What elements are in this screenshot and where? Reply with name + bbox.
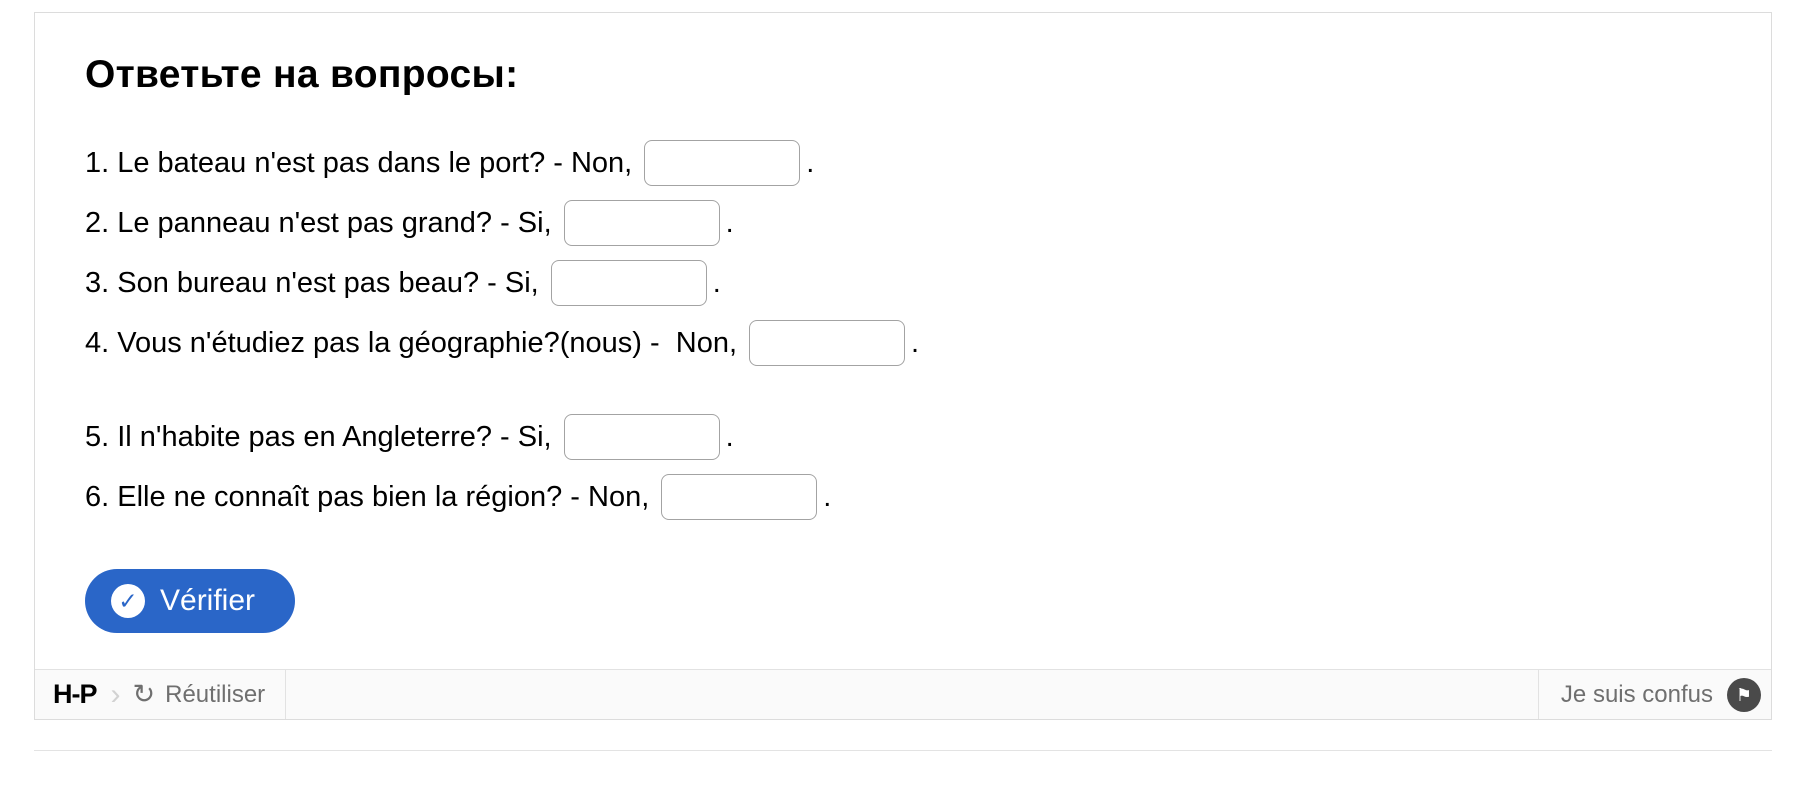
question-text: 4. Vous n'étudiez pas la géographie?(nou… — [85, 326, 738, 359]
question-suffix: . — [725, 206, 734, 239]
reuse-button-label: Réutiliser — [165, 680, 266, 708]
h5p-logo[interactable]: H-P — [35, 670, 111, 719]
answer-input-5[interactable] — [563, 414, 720, 460]
verify-button-label: Vérifier — [160, 584, 256, 617]
verify-button[interactable]: ✓ Vérifier — [85, 569, 296, 633]
question-text: 2. Le panneau n'est pas grand? - Si, — [85, 206, 552, 239]
h5p-logo-text: H-P — [53, 679, 97, 709]
answer-input-3[interactable] — [550, 260, 707, 306]
confused-button-label: Je suis confus — [1560, 680, 1713, 708]
answer-input-1[interactable] — [644, 140, 801, 186]
question-text: 1. Le bateau n'est pas dans le port? - N… — [85, 146, 633, 179]
question-row-1: 1. Le bateau n'est pas dans le port? - N… — [85, 133, 1721, 193]
question-row-3: 3. Son bureau n'est pas beau? - Si, . — [85, 253, 1721, 313]
question-row-5: 5. Il n'habite pas en Angleterre? - Si, … — [85, 407, 1721, 467]
question-text: 5. Il n'habite pas en Angleterre? - Si, — [85, 420, 552, 453]
h5p-content-frame: Ответьте на вопросы: 1. Le bateau n'est … — [34, 12, 1772, 720]
confused-button[interactable]: Je suis confus ⚑ — [1537, 670, 1771, 719]
exercise-title: Ответьте на вопросы: — [85, 53, 519, 96]
refresh-icon: ↻ — [132, 679, 156, 709]
question-row-6: 6. Elle ne connaît pas bien la région? -… — [85, 467, 1721, 527]
answer-input-6[interactable] — [661, 474, 818, 520]
question-text: 3. Son bureau n'est pas beau? - Si, — [85, 266, 539, 299]
answer-input-4[interactable] — [749, 320, 906, 366]
exercise-content: Ответьте на вопросы: 1. Le bateau n'est … — [35, 13, 1771, 669]
question-row-4: 4. Vous n'étudiez pas la géographie?(nou… — [85, 313, 1721, 373]
question-suffix: . — [712, 266, 721, 299]
question-suffix: . — [725, 420, 734, 453]
answer-input-2[interactable] — [563, 200, 720, 246]
flag-icon: ⚑ — [1727, 677, 1761, 712]
question-row-2: 2. Le panneau n'est pas grand? - Si, . — [85, 193, 1721, 253]
question-suffix: . — [911, 326, 920, 359]
question-suffix: . — [806, 146, 815, 179]
reuse-button[interactable]: ↻ Réutiliser — [129, 670, 287, 719]
question-suffix: . — [823, 480, 832, 513]
h5p-footer-bar: H-P › ↻ Réutiliser Je suis confus ⚑ — [35, 669, 1771, 719]
question-text: 6. Elle ne connaît pas bien la région? -… — [85, 480, 650, 513]
page-divider — [34, 750, 1772, 751]
logo-chevron-icon: › — [110, 677, 121, 711]
check-circle-icon: ✓ — [111, 584, 145, 618]
